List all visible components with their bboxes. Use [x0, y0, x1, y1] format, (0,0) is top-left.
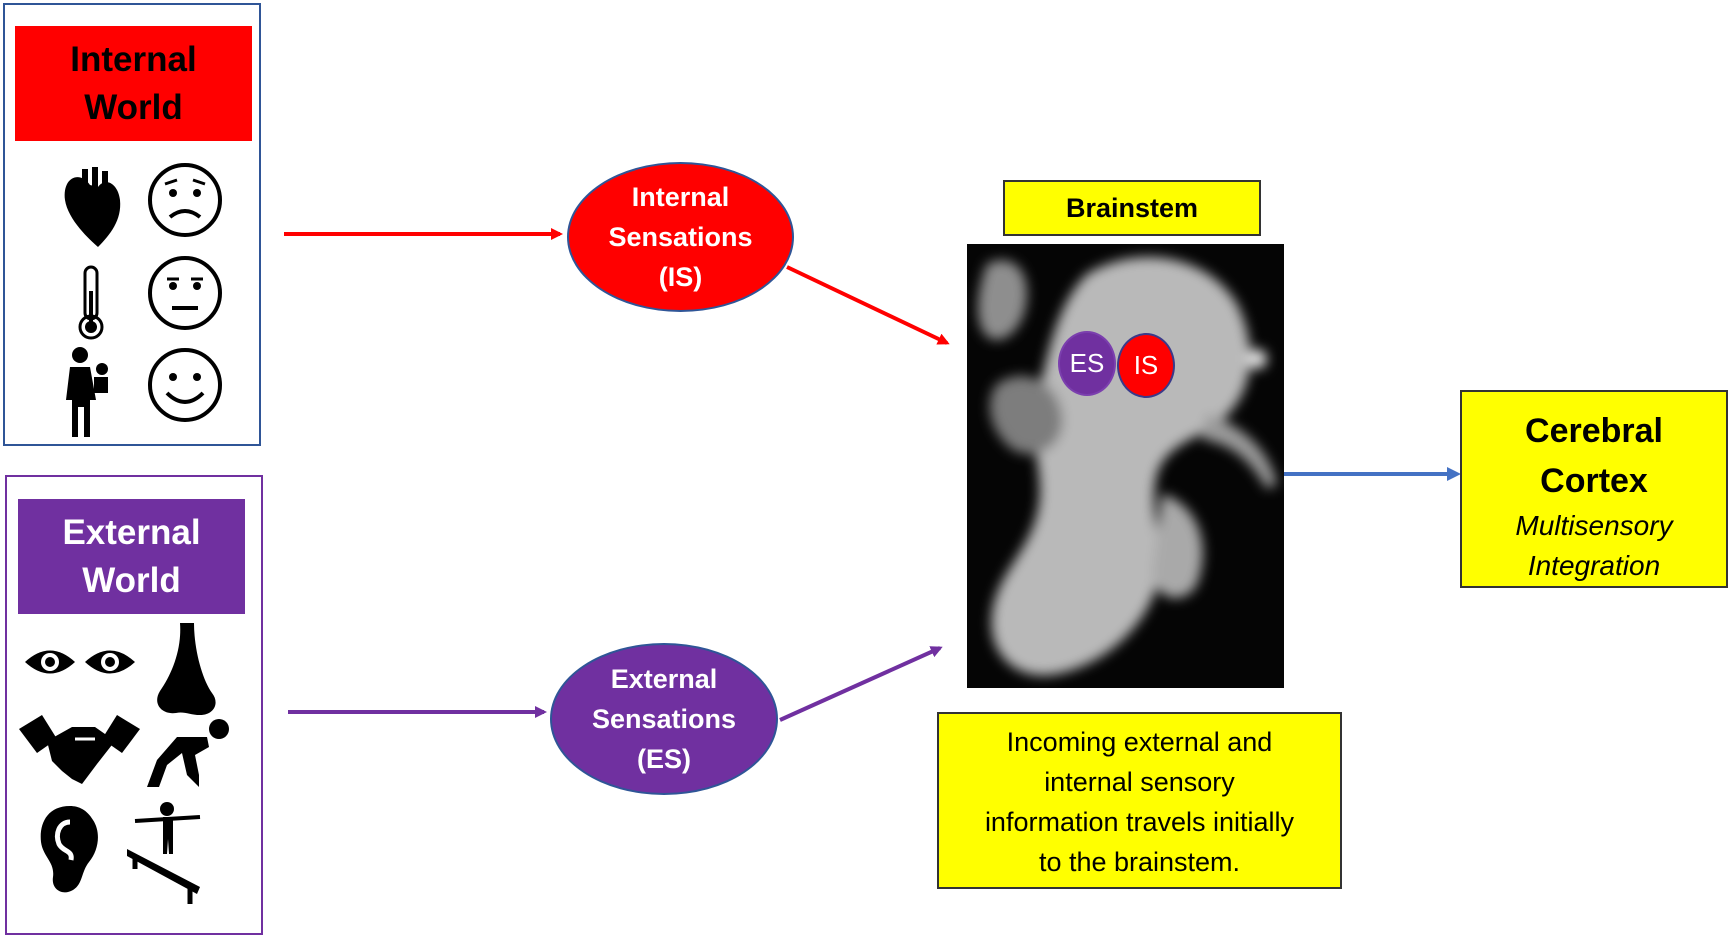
brainstem-image: [967, 244, 1284, 688]
handshake-icon: [19, 715, 140, 784]
smiley-face-icon: [148, 348, 222, 422]
internal-sensations-node: Internal Sensations (IS): [567, 162, 794, 312]
neutral-face-icon: [148, 256, 222, 330]
balance-beam-icon: [127, 802, 201, 904]
crouching-person-icon: [147, 719, 229, 787]
mother-child-icon: [66, 347, 108, 437]
brainstem-caption: Incoming external and internal sensory i…: [937, 712, 1342, 889]
heart-icon: [64, 167, 121, 247]
eyes-icon: [25, 650, 135, 674]
external-world-header: External World: [18, 499, 245, 614]
ear-icon: [40, 806, 98, 893]
arrow-is-to-brainstem: [786, 265, 950, 345]
external-sensations-node: External Sensations (ES): [550, 643, 778, 795]
internal-world-header: Internal World: [15, 26, 252, 141]
worried-face-icon: [148, 163, 222, 237]
cerebral-cortex-subtitle: Multisensory Integration: [1515, 510, 1673, 581]
es-marker: ES: [1058, 331, 1116, 396]
thermometer-icon: [78, 265, 104, 340]
is-marker: IS: [1117, 333, 1175, 398]
cerebral-cortex-title: Cerebral Cortex: [1525, 412, 1663, 500]
cerebral-cortex-box: Cerebral Cortex Multisensory Integration: [1460, 390, 1728, 588]
nose-icon: [157, 623, 216, 715]
external-world-panel: External World: [5, 475, 263, 935]
arrow-es-to-brainstem: [779, 646, 943, 722]
brainstem-label: Brainstem: [1003, 180, 1261, 236]
internal-world-panel: Internal World: [3, 3, 261, 446]
